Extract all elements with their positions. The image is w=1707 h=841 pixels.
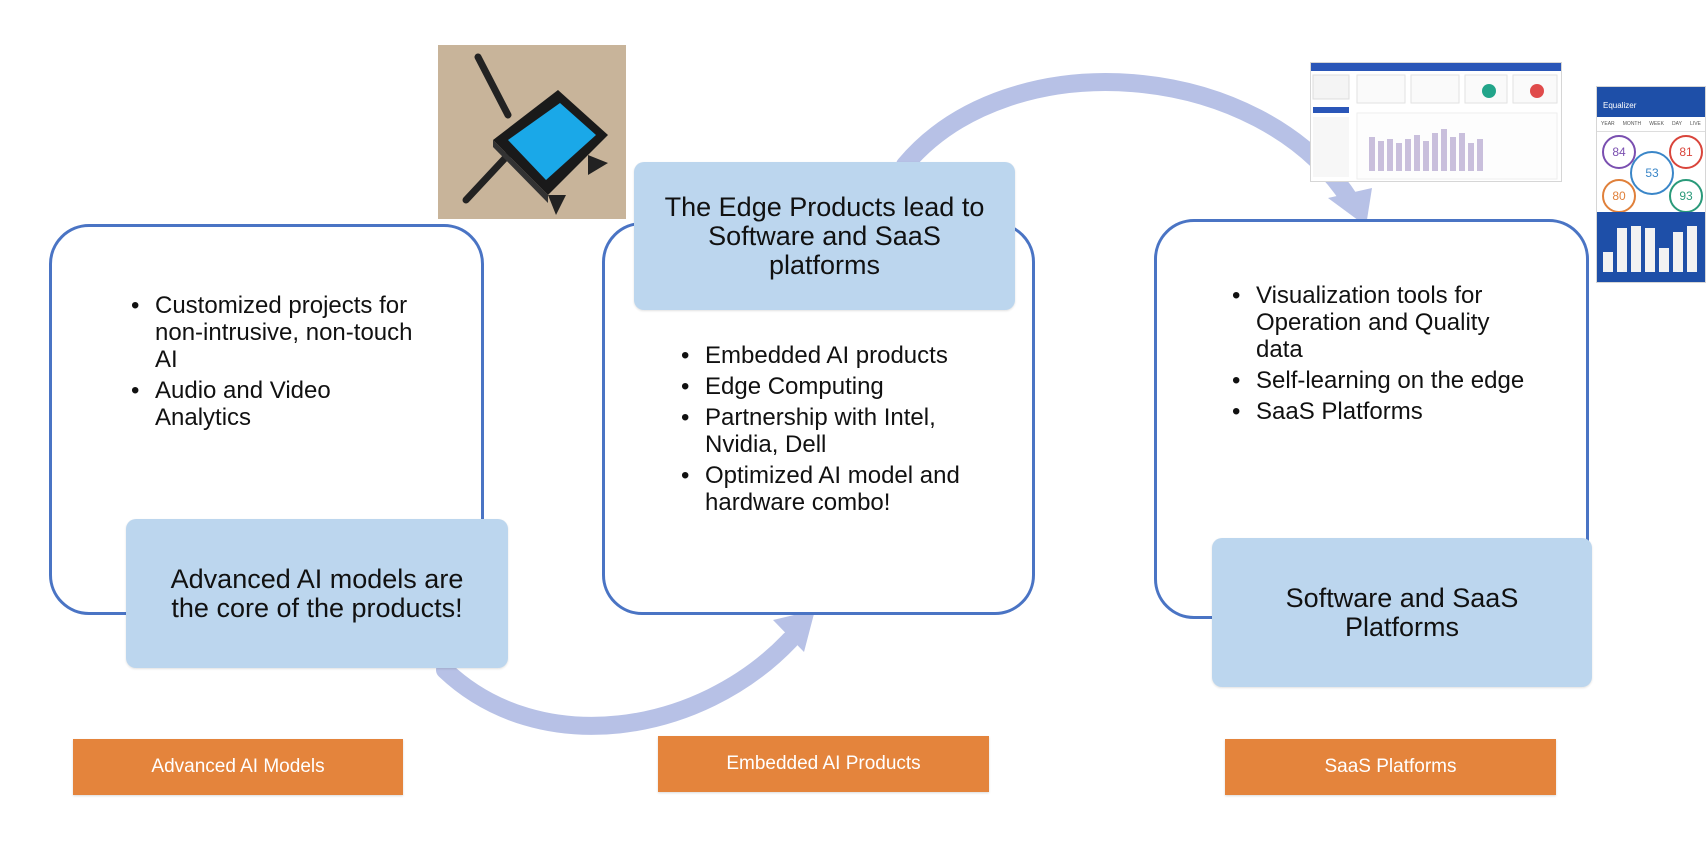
- arrow-head-edge: [773, 610, 815, 652]
- box-saas-text: Software and SaaS Platforms: [1285, 582, 1519, 642]
- arrow-edge-to-saas: [896, 73, 1359, 209]
- bullets-saas: Visualization tools for Operation and Qu…: [1232, 282, 1532, 429]
- box-models-text: Advanced AI models are the core of the p…: [170, 563, 464, 623]
- bullets-models: Customized projects for non-intrusive, n…: [131, 292, 431, 435]
- app-tab-year: YEAR: [1601, 121, 1615, 127]
- router-icon: [462, 53, 608, 215]
- app-tab-day: DAY: [1672, 121, 1682, 127]
- bullet-item: Partnership with Intel, Nvidia, Dell: [681, 404, 981, 458]
- bullets-edge: Embedded AI products Edge Computing Part…: [681, 342, 981, 520]
- gauge: 84: [1602, 135, 1636, 169]
- app-tab-week: WEEK: [1649, 121, 1664, 127]
- label-advanced-ai-models: Advanced AI Models: [73, 739, 403, 795]
- gauge: 80: [1602, 179, 1636, 213]
- gauge: 53: [1630, 151, 1674, 195]
- dashboard-chart-icon: [1312, 74, 1558, 180]
- bullet-item: Optimized AI model and hardware combo!: [681, 462, 981, 516]
- bullet-item: Edge Computing: [681, 373, 981, 400]
- app-tab-month: MONTH: [1622, 121, 1642, 127]
- app-tabs: YEAR MONTH WEEK DAY LIVE: [1597, 117, 1705, 132]
- label-text: SaaS Platforms: [1324, 756, 1457, 777]
- bullet-item: SaaS Platforms: [1232, 398, 1532, 425]
- bullet-item: Visualization tools for Operation and Qu…: [1232, 282, 1532, 363]
- label-embedded-ai-products: Embedded AI Products: [658, 736, 989, 792]
- bullet-item: Self-learning on the edge: [1232, 367, 1532, 394]
- box-models: Advanced AI models are the core of the p…: [126, 519, 508, 668]
- label-text: Advanced AI Models: [151, 756, 325, 777]
- gauge: 81: [1669, 135, 1703, 169]
- bullet-item: Embedded AI products: [681, 342, 981, 369]
- arrow-head-saas: [1328, 188, 1372, 226]
- box-edge: The Edge Products lead to Software and S…: [634, 162, 1015, 310]
- dashboard-screenshot: [1310, 62, 1562, 182]
- app-title: Equalizer: [1603, 101, 1637, 110]
- mobile-app-screenshot: Equalizer YEAR MONTH WEEK DAY LIVE 84 81…: [1596, 86, 1706, 283]
- app-tab-live: LIVE: [1690, 121, 1701, 127]
- bullet-item: Audio and Video Analytics: [131, 377, 431, 431]
- bullet-item: Customized projects for non-intrusive, n…: [131, 292, 431, 373]
- box-saas: Software and SaaS Platforms: [1212, 538, 1592, 687]
- box-edge-text: The Edge Products lead to Software and S…: [664, 191, 985, 280]
- edge-device-photo: [438, 45, 626, 219]
- label-saas-platforms: SaaS Platforms: [1225, 739, 1556, 795]
- arrow-models-to-edge: [436, 631, 799, 735]
- label-text: Embedded AI Products: [726, 753, 921, 774]
- gauge: 93: [1669, 179, 1703, 213]
- app-bar-chart: [1597, 212, 1705, 282]
